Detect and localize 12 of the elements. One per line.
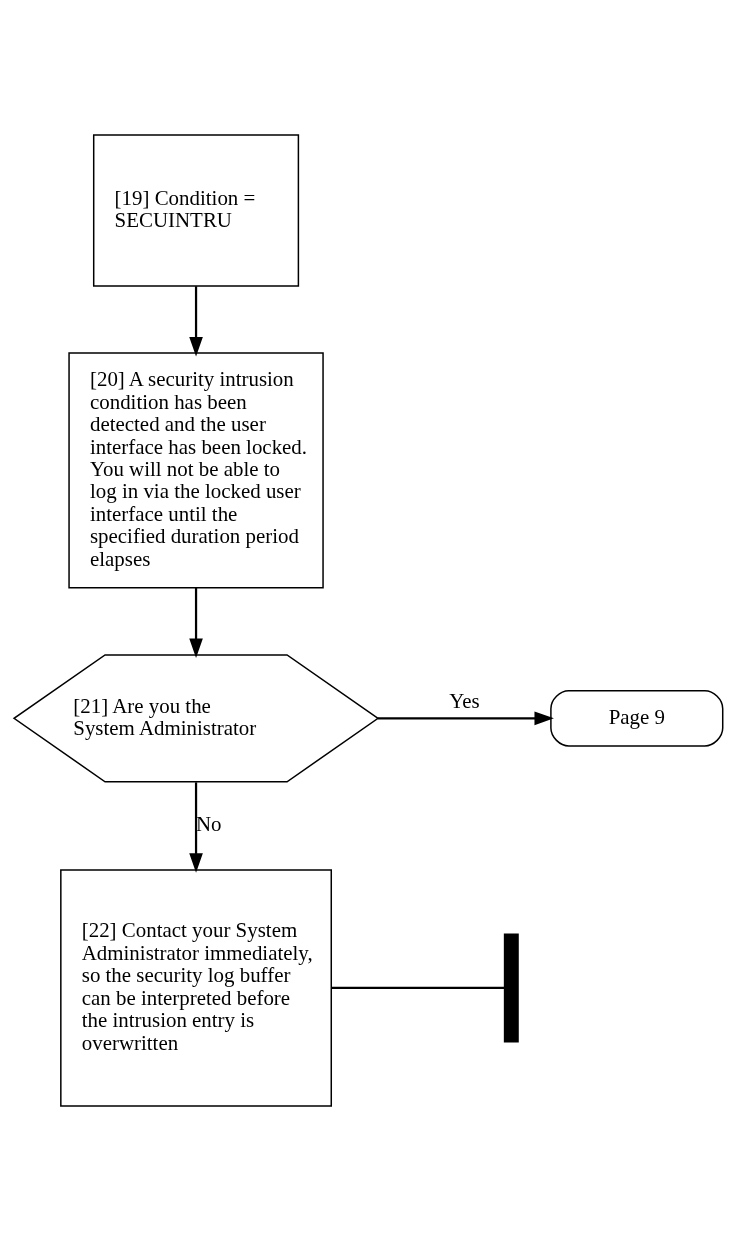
arrow [189,781,203,873]
node-box: [20] A security intrusion condition has been detected and the user interface has been locked. You will not be able to log in via the locked user interface until the specified duration period elapses [68,351,324,588]
connector [331,986,505,989]
arrow [377,711,554,725]
arrow [189,285,203,356]
node-box: [19] Condition = SECUINTRU [92,133,300,287]
edge-label: No [195,811,222,836]
node-box: Page 9 [550,689,724,747]
arrow [189,587,203,658]
node-box: [22] Contact your System Administrator immediately, so the security log buffer can be interpreted before the intrusion entry is overwritten [60,868,332,1107]
edge-label: Yes [449,688,480,713]
node-bar [503,932,519,1043]
